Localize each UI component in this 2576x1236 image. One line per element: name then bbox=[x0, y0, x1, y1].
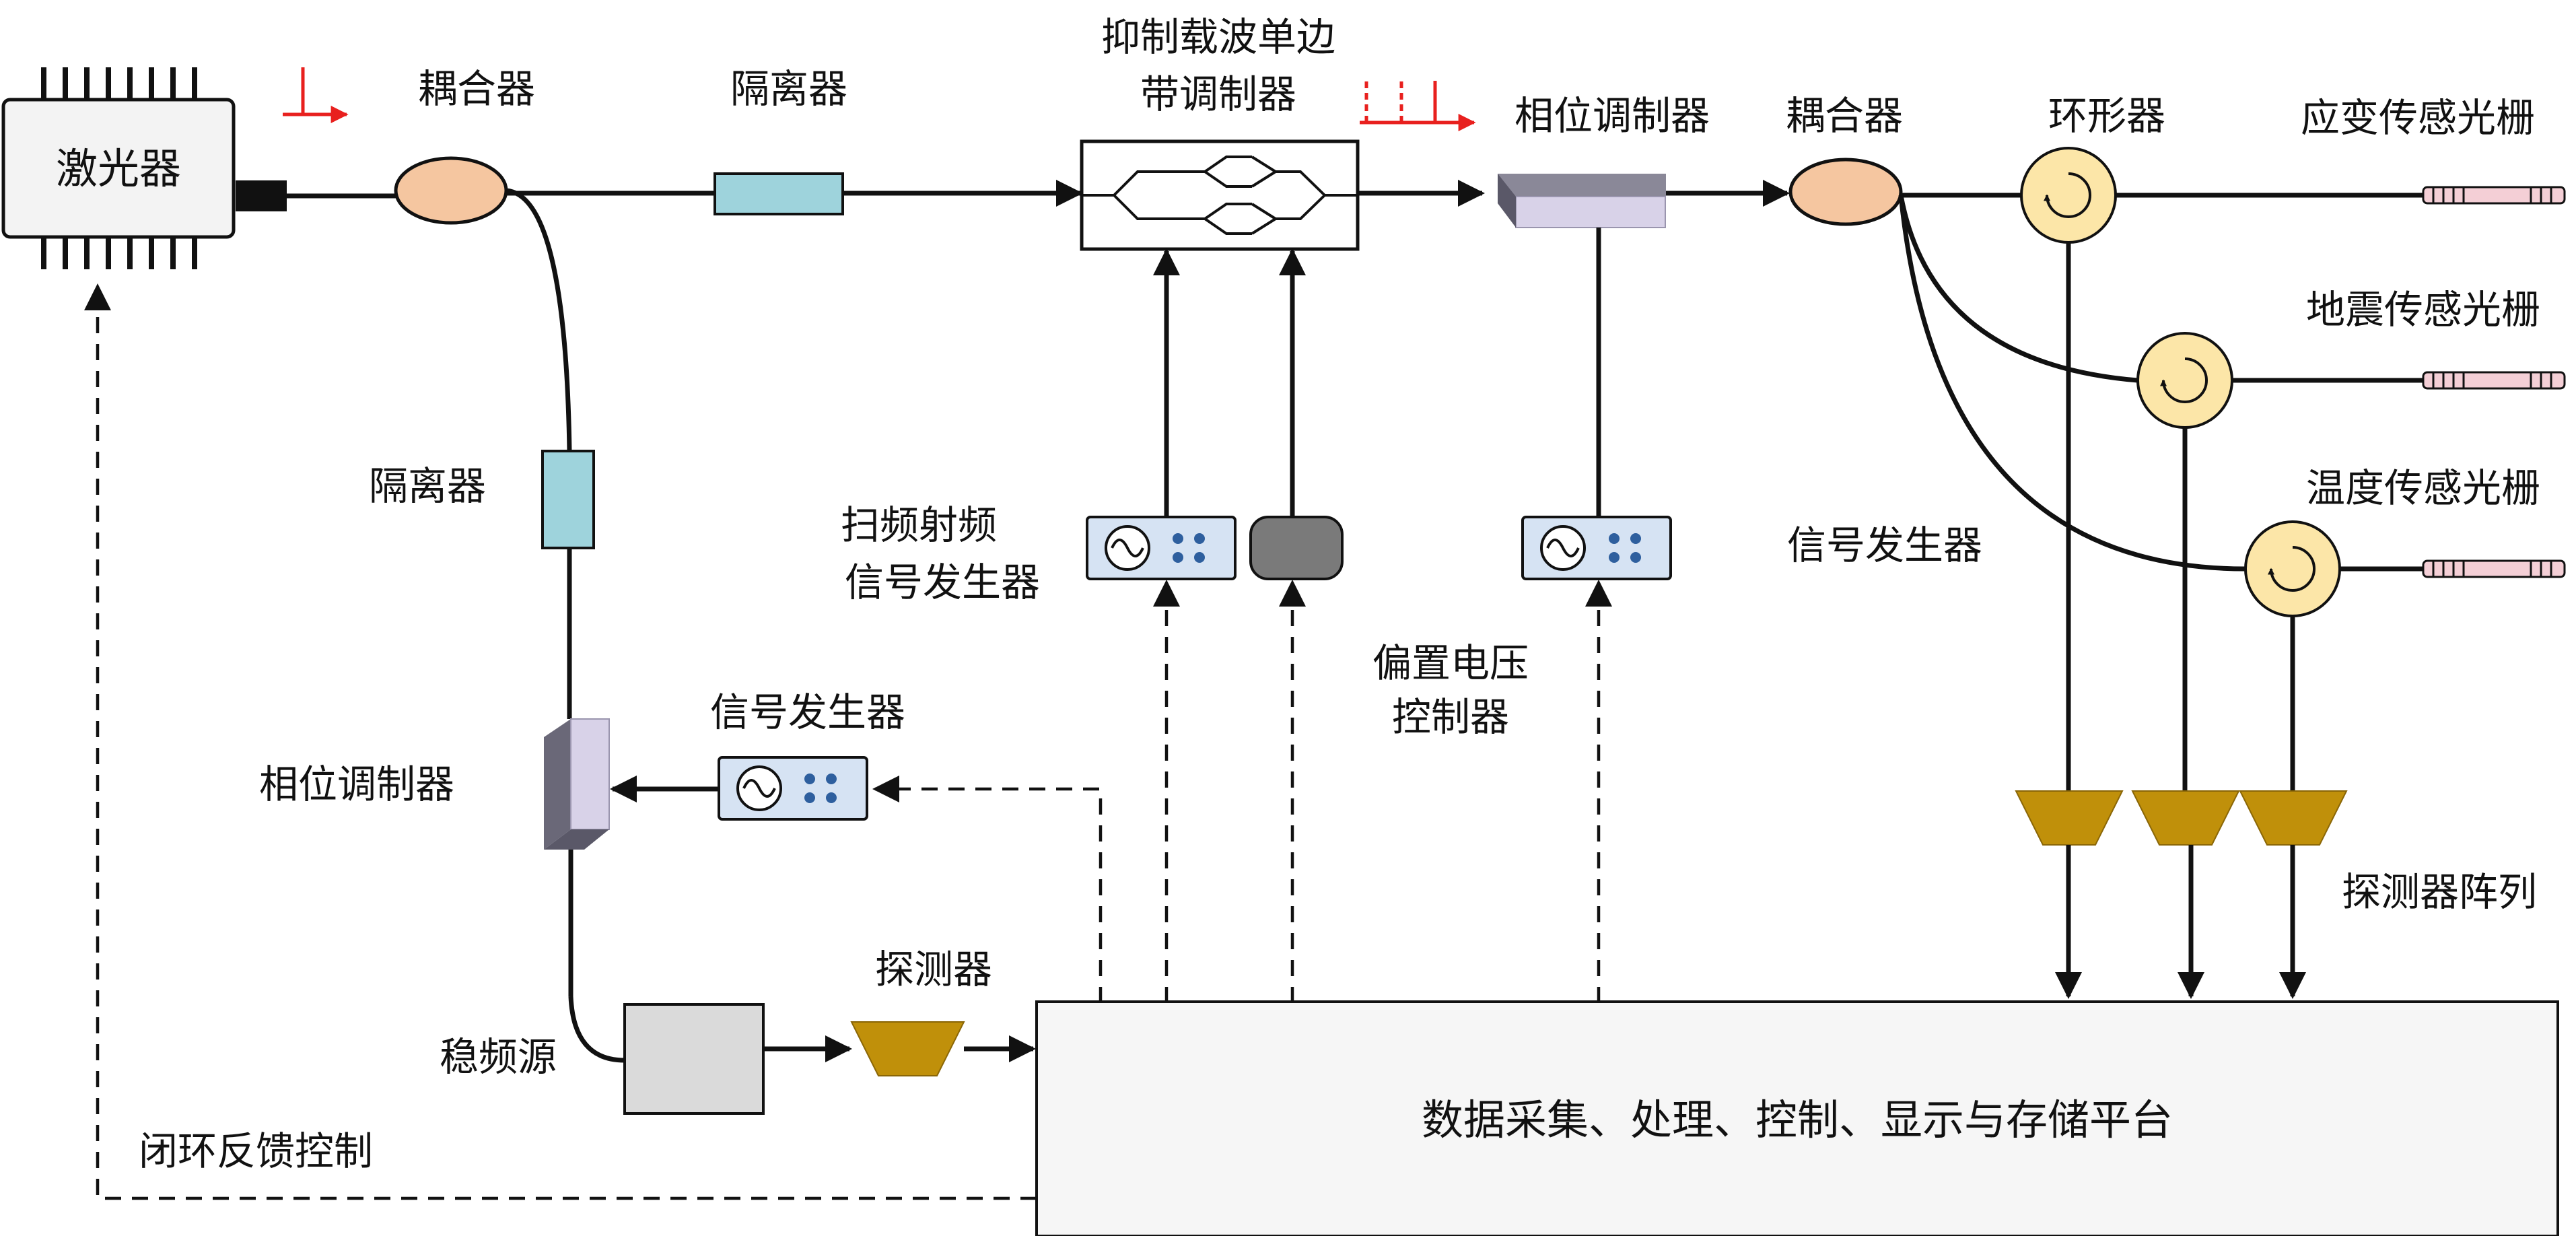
detector-array-2 bbox=[2131, 790, 2240, 846]
strain-fbg-label: 应变传感光栅 bbox=[2301, 95, 2535, 141]
seismic-fbg-label: 地震传感光栅 bbox=[2306, 287, 2540, 333]
laser-body bbox=[1, 98, 236, 239]
laser-pins bbox=[41, 67, 197, 269]
bias-controller-label-line2: 控制器 bbox=[1392, 694, 1509, 740]
circulator-3-icon bbox=[2268, 546, 2316, 592]
phase-modulator-left bbox=[544, 718, 610, 850]
fiber-coupler-to-isolator-2 bbox=[506, 188, 572, 452]
coupler-2 bbox=[1788, 158, 1903, 226]
closed-loop-feedback-dashed bbox=[84, 283, 1037, 1200]
fiber-coupler-to-circulator-2 bbox=[1898, 195, 2138, 383]
isolator-2-label: 隔离器 bbox=[369, 463, 486, 509]
detector bbox=[850, 1021, 965, 1076]
detector-array-3 bbox=[2239, 790, 2348, 846]
detector-array-1 bbox=[2015, 790, 2124, 846]
cs-ssb-modulator-label-line2: 带调制器 bbox=[1140, 71, 1296, 117]
ssb-spectrum-icon bbox=[1360, 81, 1476, 131]
circulator-1 bbox=[2020, 147, 2117, 244]
coupler-2-label: 耦合器 bbox=[1786, 93, 1903, 139]
bias-controller-label-line1: 偏置电压 bbox=[1372, 640, 1529, 686]
bias-voltage-controller bbox=[1249, 516, 1344, 580]
cs-ssb-modulator bbox=[1080, 139, 1360, 251]
coupler-1 bbox=[394, 156, 508, 225]
closed-loop-feedback-label: 闭环反馈控制 bbox=[139, 1128, 373, 1174]
signal-generator-left-label: 信号发生器 bbox=[710, 689, 905, 735]
circulator-2-icon bbox=[2160, 357, 2208, 403]
sweep-rf-generator-label-line2: 信号发生器 bbox=[845, 559, 1040, 605]
detector-array-label: 探测器阵列 bbox=[2342, 869, 2537, 915]
cs-ssb-modulator-label-line1: 抑制载波单边 bbox=[1101, 14, 1335, 60]
circulator-label: 环形器 bbox=[2048, 93, 2165, 139]
isolator-1-label: 隔离器 bbox=[730, 66, 847, 112]
data-platform bbox=[1035, 1000, 2559, 1236]
phase-modulator-top-label: 相位调制器 bbox=[1515, 93, 1710, 139]
detector-label: 探测器 bbox=[875, 947, 992, 992]
circulator-3 bbox=[2244, 520, 2341, 617]
frequency-stabilized-source-label: 稳频源 bbox=[440, 1034, 557, 1080]
single-line-spectrum-icon bbox=[283, 67, 349, 123]
strain-fbg bbox=[2422, 186, 2566, 205]
fiber-bend-to-stable-source bbox=[568, 996, 625, 1063]
detector-array bbox=[2015, 790, 2348, 846]
signal-generator-right-label: 信号发生器 bbox=[1787, 522, 1982, 568]
platform-to-signal-gen-left-dashed bbox=[872, 776, 1103, 1003]
signal-generator-right bbox=[1521, 516, 1672, 580]
frequency-stabilized-source bbox=[623, 1003, 765, 1115]
temperature-fbg bbox=[2422, 559, 2566, 578]
phase-modulator-top bbox=[1498, 174, 1666, 228]
isolator-1 bbox=[713, 172, 844, 215]
laser-label: 激光器 bbox=[56, 144, 181, 193]
data-platform-label: 数据采集、处理、控制、显示与存储平台 bbox=[1422, 1095, 2173, 1144]
sweep-rf-generator-label-line1: 扫频射频 bbox=[841, 502, 997, 548]
isolator-2 bbox=[541, 450, 595, 549]
seismic-fbg bbox=[2422, 371, 2566, 390]
temperature-fbg-label: 温度传感光栅 bbox=[2306, 465, 2540, 511]
circulator-1-icon bbox=[2044, 172, 2091, 218]
phase-modulator-left-label: 相位调制器 bbox=[259, 761, 454, 807]
laser: 激光器 bbox=[1, 67, 287, 269]
signal-generator-left bbox=[718, 756, 868, 821]
coupler-1-label: 耦合器 bbox=[418, 66, 535, 112]
sweep-rf-signal-generator bbox=[1086, 516, 1237, 580]
circulator-2 bbox=[2136, 332, 2233, 429]
laser-output-port bbox=[236, 180, 287, 211]
fiber-coupler-to-circulator-3 bbox=[1898, 195, 2246, 572]
